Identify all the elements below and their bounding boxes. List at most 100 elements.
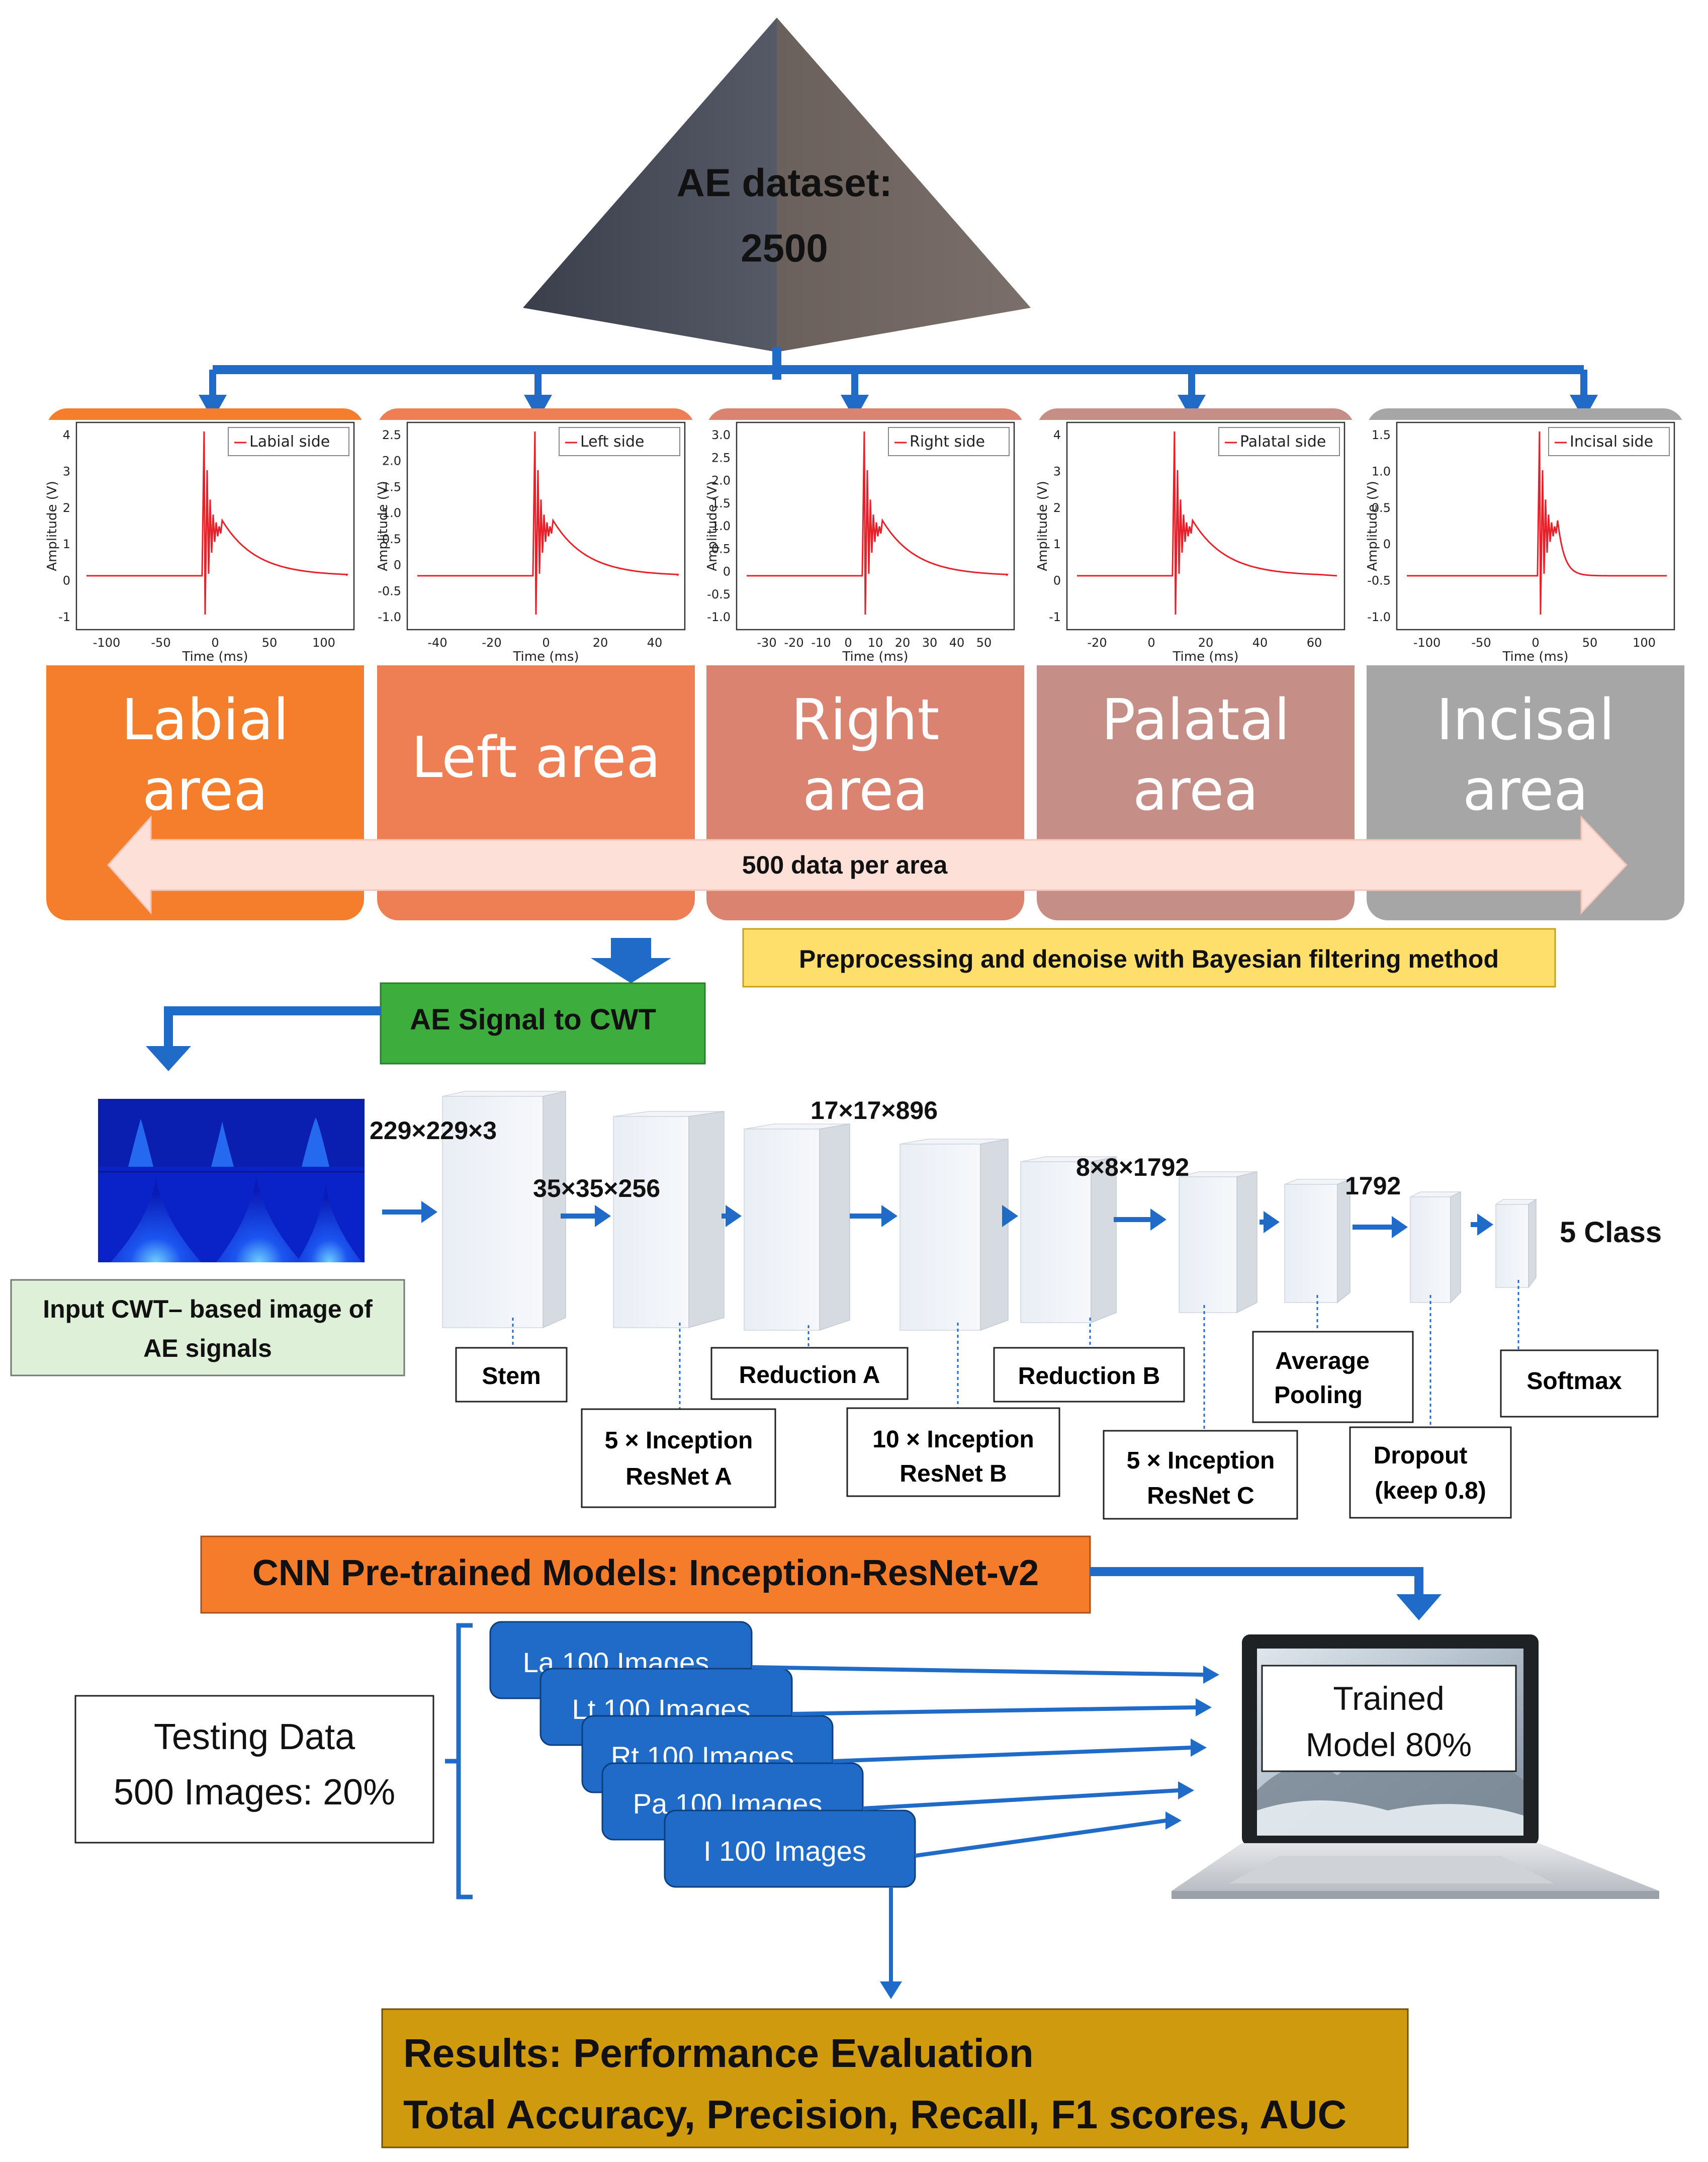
x-label-left: Time (ms) xyxy=(512,649,579,664)
x-tick-palatal-0: -20 xyxy=(1087,636,1107,650)
x-tick-right-3: 0 xyxy=(844,636,852,650)
layer-inception-a: 5 × Inception ResNet A xyxy=(581,1408,776,1508)
layer-average-pooling-line1: Average xyxy=(1275,1348,1370,1374)
dim-pooling: 1792 xyxy=(1345,1172,1401,1200)
cnn-to-model-arrow xyxy=(1090,1567,1442,1620)
x-tick-incisal-1: -50 xyxy=(1471,636,1491,650)
layer-inception-b: 10 × Inception ResNet B xyxy=(846,1407,1060,1497)
x-tick-palatal-3: 40 xyxy=(1252,636,1268,650)
pyramid-count: 2500 xyxy=(741,226,828,270)
network-blocks xyxy=(382,1091,1538,1431)
network-block-1 xyxy=(613,1111,725,1328)
area-label-incisal-line1: Incisal xyxy=(1436,687,1615,753)
network-block-7 xyxy=(1410,1191,1461,1304)
testing-data-box: Testing Data 500 Images: 20% xyxy=(74,1695,434,1844)
x-label-labial: Time (ms) xyxy=(182,649,248,664)
x-tick-right-0: -30 xyxy=(757,636,776,650)
results-arrow xyxy=(880,1887,902,1999)
testing-data-title: Testing Data xyxy=(154,1717,355,1757)
layer-stem: Stem xyxy=(455,1347,568,1403)
cnn-model-box: CNN Pre-trained Models: Inception-ResNet… xyxy=(200,1535,1091,1614)
dim-input: 229×229×3 xyxy=(370,1116,497,1145)
y-label-right: Amplitude (V) xyxy=(705,481,720,571)
layer-stem-label: Stem xyxy=(482,1363,541,1390)
testing-data-count: 500 Images: 20% xyxy=(114,1772,395,1812)
x-tick-palatal-1: 0 xyxy=(1147,636,1155,650)
y-tick-left-0: 2.5 xyxy=(382,428,401,442)
y-tick-incisal-4: -0.5 xyxy=(1367,574,1391,588)
x-tick-right-2: -10 xyxy=(811,636,831,650)
layer-reduction-a: Reduction A xyxy=(710,1347,909,1400)
y-label-left: Amplitude (V) xyxy=(376,481,391,571)
layer-connectors xyxy=(512,1280,1519,1431)
layer-inception-c: 5 × Inception ResNet C xyxy=(1103,1430,1298,1520)
y-tick-labial-2: 2 xyxy=(63,501,70,515)
y-tick-labial-5: -1 xyxy=(58,610,70,624)
y-tick-right-1: 2.5 xyxy=(711,451,731,465)
x-label-palatal: Time (ms) xyxy=(1172,649,1238,664)
y-tick-incisal-0: 1.5 xyxy=(1372,428,1391,442)
y-tick-palatal-1: 3 xyxy=(1053,464,1061,478)
signal-trace-right xyxy=(747,431,1009,615)
plot-frame-left xyxy=(406,421,686,631)
layer-inception-b-line2: ResNet B xyxy=(900,1460,1007,1487)
network-block-5 xyxy=(1179,1171,1257,1314)
y-label-palatal: Amplitude (V) xyxy=(1035,481,1050,571)
x-label-right: Time (ms) xyxy=(842,649,908,664)
x-tick-left-1: -20 xyxy=(482,636,501,650)
y-tick-labial-0: 4 xyxy=(63,428,70,442)
x-tick-labial-1: -50 xyxy=(151,636,170,650)
layer-inception-b-line1: 10 × Inception xyxy=(872,1426,1034,1453)
layer-softmax: Softmax xyxy=(1500,1349,1659,1418)
preprocess-box: Preprocessing and denoise with Bayesian … xyxy=(742,928,1556,988)
x-tick-right-7: 40 xyxy=(949,636,965,650)
x-tick-left-2: 0 xyxy=(542,636,550,650)
legend-text-labial: Labial side xyxy=(249,433,330,451)
y-tick-labial-1: 3 xyxy=(63,464,70,478)
y-tick-incisal-1: 1.0 xyxy=(1372,464,1391,478)
x-tick-right-5: 20 xyxy=(895,636,911,650)
y-tick-left-1: 2.0 xyxy=(382,454,401,468)
legend-palatal xyxy=(1218,427,1340,456)
y-tick-left-6: -0.5 xyxy=(378,584,401,598)
area-label-labial-line1: Labial xyxy=(122,687,289,753)
area-label-palatal-line1: Palatal xyxy=(1102,687,1290,753)
layer-inception-c-line2: ResNet C xyxy=(1147,1483,1254,1509)
testing-bracket xyxy=(445,1623,473,1899)
layer-dropout-line1: Dropout xyxy=(1374,1442,1468,1469)
x-tick-left-4: 40 xyxy=(647,636,663,650)
legend-left xyxy=(559,427,680,456)
cwt-arrow xyxy=(146,1006,381,1071)
distribution-arrows xyxy=(199,347,1598,420)
y-tick-right-5: 0.5 xyxy=(711,542,731,556)
y-tick-incisal-5: -1.0 xyxy=(1367,610,1391,624)
legend-incisal xyxy=(1548,427,1670,456)
signal-trace-palatal xyxy=(1077,431,1337,615)
laptop-model: Trained Model 80% xyxy=(1172,1634,1659,1899)
plot-frame-right xyxy=(736,421,1015,631)
y-tick-palatal-3: 1 xyxy=(1053,537,1061,551)
x-tick-left-0: -40 xyxy=(427,636,447,650)
dim-reduction-a: 17×17×896 xyxy=(811,1096,938,1125)
y-tick-incisal-3: 0 xyxy=(1383,537,1391,551)
x-tick-right-1: -20 xyxy=(784,636,803,650)
x-tick-left-3: 20 xyxy=(593,636,608,650)
x-tick-labial-0: -100 xyxy=(93,636,120,650)
x-tick-right-6: 30 xyxy=(922,636,938,650)
legend-text-right: Right side xyxy=(910,433,985,451)
span-label: 500 data per area xyxy=(742,851,948,879)
legend-text-palatal: Palatal side xyxy=(1240,433,1326,451)
drop-arrow-4 xyxy=(1570,370,1598,420)
x-tick-labial-4: 100 xyxy=(312,636,335,650)
signal-trace-left xyxy=(417,431,679,615)
y-tick-palatal-4: 0 xyxy=(1053,574,1061,588)
legend-text-incisal: Incisal side xyxy=(1570,433,1653,451)
x-tick-incisal-3: 50 xyxy=(1582,636,1598,650)
y-tick-left-5: 0 xyxy=(394,558,401,572)
y-tick-right-6: 0 xyxy=(723,565,731,579)
dim-output-classes: 5 Class xyxy=(1560,1216,1662,1249)
